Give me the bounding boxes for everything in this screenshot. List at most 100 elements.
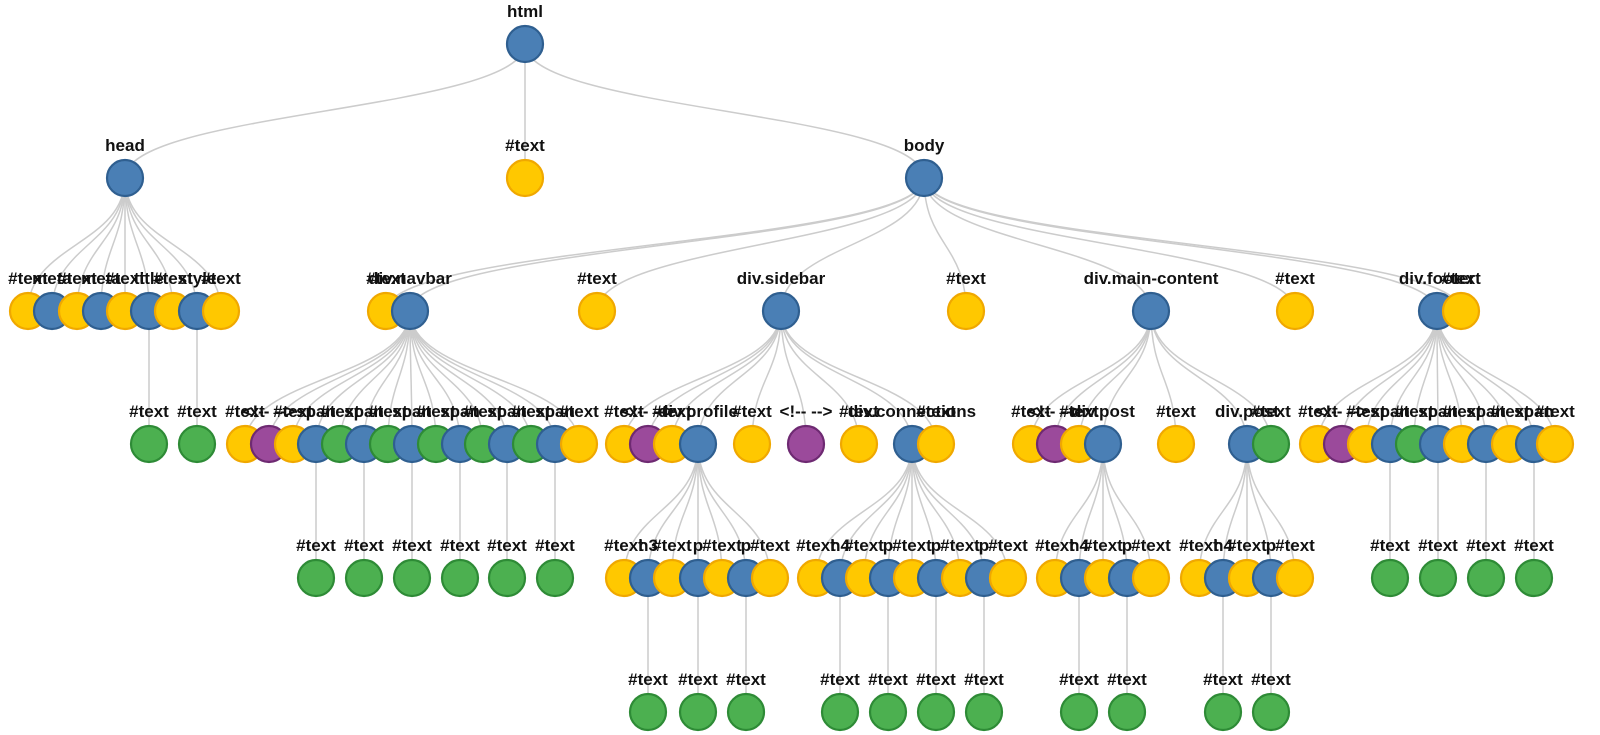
tree-edge xyxy=(1246,443,1296,579)
tree-edge xyxy=(671,310,782,445)
node-label: h4 xyxy=(830,536,850,555)
tree-edge xyxy=(1030,310,1152,445)
node-leaf-text xyxy=(678,692,718,732)
tree-edge xyxy=(315,310,411,445)
node-label: <!-- --> xyxy=(1316,402,1369,421)
node-label: #text xyxy=(839,402,879,421)
node-label: title xyxy=(134,269,164,288)
node-text-text xyxy=(839,424,879,464)
node-label: #text xyxy=(368,402,408,421)
node-label: #text xyxy=(1083,536,1123,555)
tree-edge xyxy=(100,177,126,312)
tree-edge xyxy=(409,310,437,445)
node-label: #text xyxy=(201,269,241,288)
tree-edge xyxy=(596,177,925,312)
node-label: #text xyxy=(628,670,668,689)
tree-edge xyxy=(1078,443,1104,579)
node-label: #text xyxy=(1251,670,1291,689)
node-element-div-profile xyxy=(678,424,718,464)
tree-edge xyxy=(780,177,925,312)
tree-edge xyxy=(1054,443,1104,579)
node-leaf-text xyxy=(296,558,336,598)
tree-edge xyxy=(839,443,913,579)
tree-edge xyxy=(292,310,411,445)
node-label: #text xyxy=(1298,402,1338,421)
tree-edge xyxy=(76,177,126,312)
node-label: #text xyxy=(1370,536,1410,555)
tree-labels: #textmeta#textmeta#text#texttitle#text#t… xyxy=(8,2,1575,689)
tree-edge xyxy=(387,310,411,445)
tree-edge xyxy=(339,310,411,445)
node-text-text xyxy=(916,424,956,464)
tree-edge xyxy=(923,177,1152,312)
node-text-text xyxy=(201,291,241,331)
node-leaf-text xyxy=(916,692,956,732)
node-label: #text xyxy=(8,269,48,288)
node-label: #text xyxy=(892,536,932,555)
tree-edge xyxy=(780,310,913,445)
tree-edge xyxy=(751,310,782,445)
tree-edge xyxy=(671,443,699,579)
tree-edge xyxy=(1246,443,1272,579)
node-text-text xyxy=(946,291,986,331)
node-leaf-text xyxy=(344,558,384,598)
tree-edge xyxy=(623,443,699,579)
node-label: #text xyxy=(1227,536,1267,555)
node-leaf-text xyxy=(820,692,860,732)
node-label: meta xyxy=(32,269,72,288)
tree-edge xyxy=(1413,310,1438,445)
node-leaf-text xyxy=(1466,558,1506,598)
tree-edge xyxy=(647,443,699,579)
node-label: <!-- --> xyxy=(1029,402,1082,421)
tree-edge xyxy=(268,310,411,445)
node-leaf-text xyxy=(440,558,480,598)
tree-edge xyxy=(51,177,126,312)
node-label: #text xyxy=(820,670,860,689)
node-label: span xyxy=(392,402,432,421)
node-comment-node xyxy=(786,424,826,464)
node-label: div.post xyxy=(1071,402,1135,421)
tree-edge xyxy=(363,310,411,445)
node-leaf-text xyxy=(1251,424,1291,464)
tree-edge xyxy=(124,177,174,312)
node-leaf-text xyxy=(1251,692,1291,732)
node-label: #text xyxy=(652,536,692,555)
node-leaf-text xyxy=(1107,692,1147,732)
node-label: #text xyxy=(392,536,432,555)
tree-edge xyxy=(780,310,807,445)
node-label: #text xyxy=(273,402,313,421)
node-label: div.connections xyxy=(848,402,976,421)
node-label: #text xyxy=(844,536,884,555)
tree-edge xyxy=(1436,310,1511,445)
tree-edge xyxy=(1436,310,1535,445)
node-label: div.profile xyxy=(658,402,738,421)
tree-edge xyxy=(1222,443,1248,579)
tree-edge xyxy=(1365,310,1438,445)
tree-edge xyxy=(780,310,860,445)
node-label: span xyxy=(296,402,336,421)
node-label: p xyxy=(741,536,751,555)
node-leaf-text xyxy=(1059,692,1099,732)
node-label: h4 xyxy=(1213,536,1233,555)
node-label: p xyxy=(979,536,989,555)
node-text-text xyxy=(559,424,599,464)
node-label: span xyxy=(1466,402,1506,421)
node-label: #text xyxy=(225,402,265,421)
tree-edge xyxy=(923,177,1296,312)
tree-edge xyxy=(647,310,782,445)
node-label: #text xyxy=(511,402,551,421)
node-label: div.navbar xyxy=(368,269,452,288)
tree-nodes xyxy=(8,24,1575,732)
node-label: #text xyxy=(1059,402,1099,421)
tree-edge xyxy=(409,310,413,445)
tree-edge xyxy=(1436,310,1463,445)
node-leaf-text xyxy=(1418,558,1458,598)
node-label: p xyxy=(693,536,703,555)
tree-edge xyxy=(911,443,937,579)
node-label: #text xyxy=(964,670,1004,689)
node-label: #text xyxy=(796,536,836,555)
tree-edge xyxy=(409,310,556,445)
node-label: #text xyxy=(366,269,406,288)
node-leaf-text xyxy=(628,692,668,732)
tree-edge xyxy=(124,177,222,312)
